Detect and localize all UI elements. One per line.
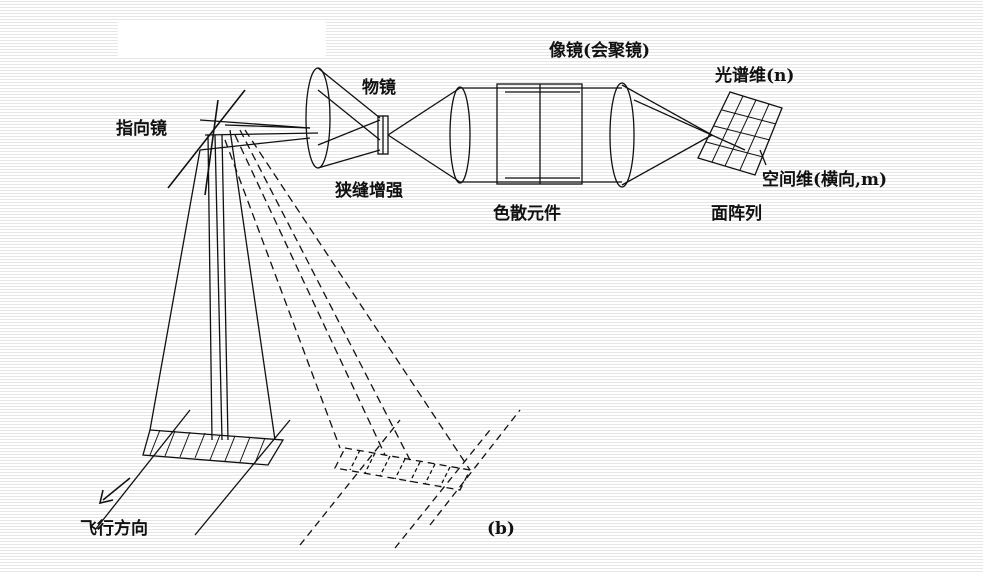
blank-title-box: [118, 20, 326, 58]
label-slit-enhancer: 狭缝增强: [335, 181, 403, 201]
converging-rays: [621, 84, 746, 186]
collimator-lens: [449, 86, 471, 184]
oblique-view-rays: [224, 129, 471, 471]
slit-to-lens-rays: [387, 87, 461, 183]
nadir-view-rays: [149, 129, 276, 441]
label-spectral-dimension: 光谱维(n): [715, 66, 795, 86]
objective-lens: [305, 67, 381, 169]
label-dispersive-element: 色散元件: [493, 204, 561, 224]
label-pointing-mirror: 指向镜: [116, 119, 167, 139]
label-flight-direction: 飞行方向: [80, 519, 148, 539]
label-image-lens: 像镜(会聚镜): [549, 41, 651, 61]
label-spatial-dimension: 空间维(横向,m): [762, 170, 887, 190]
nadir-ground-swath: [94, 409, 291, 536]
label-area-array: 面阵列: [711, 204, 762, 224]
pointing-mirror: [167, 89, 246, 196]
label-figure-tag: (b): [487, 519, 515, 539]
oblique-ground-swath: [299, 409, 521, 549]
label-objective-lens: 物镜: [362, 78, 396, 98]
area-array-detector: [697, 91, 783, 176]
mirror-to-objective-rays: [199, 119, 319, 151]
dispersive-element: [460, 83, 622, 185]
slit-enhancer: [377, 115, 389, 155]
image-lens: [609, 82, 635, 188]
flight-direction-arrow: [98, 477, 131, 505]
